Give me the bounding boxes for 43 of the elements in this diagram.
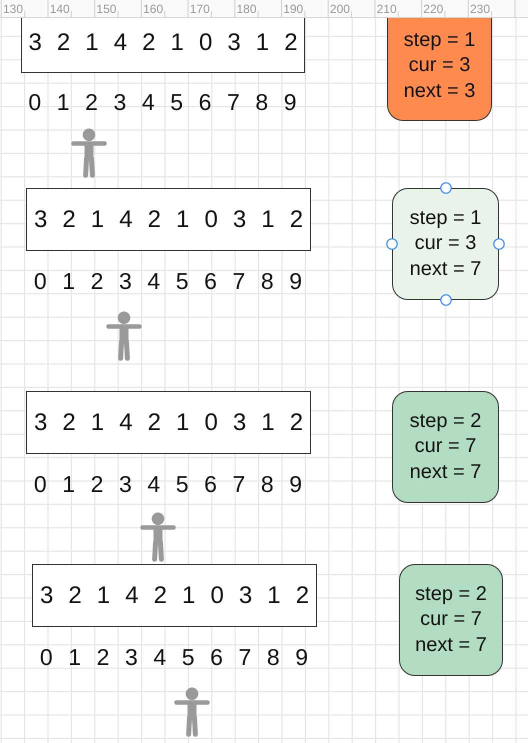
ruler-number: 160 — [143, 2, 164, 16]
status-text: next = 3 — [404, 78, 476, 104]
status-text: step = 1 — [410, 206, 482, 231]
person-icon — [71, 128, 107, 178]
array-box — [21, 18, 305, 73]
ruler-number: 130 — [3, 2, 24, 16]
status-text: next = 7 — [410, 256, 482, 282]
array-values: 3 2 1 4 2 1 0 3 1 2 — [40, 582, 310, 610]
person-icon — [174, 687, 210, 737]
array-values: 3 2 1 4 2 1 0 3 1 2 — [34, 206, 304, 234]
ruler-number: 180 — [236, 2, 257, 16]
ruler-number: 190 — [283, 2, 304, 16]
status-text: cur = 3 — [414, 231, 476, 256]
status-box — [392, 188, 499, 300]
status-box — [399, 564, 503, 676]
status-box — [387, 18, 492, 121]
array-box — [32, 564, 317, 627]
index-numbers: 0 1 2 3 4 5 6 7 8 9 — [32, 267, 304, 295]
status-text: cur = 7 — [414, 434, 476, 460]
person-icon — [140, 512, 176, 562]
ruler-number: 170 — [190, 2, 210, 16]
status-text: step = 2 — [415, 582, 487, 607]
status-text: cur = 7 — [420, 607, 482, 632]
index-numbers: 0 1 2 3 4 5 6 7 8 9 — [38, 643, 310, 671]
status-text: cur = 3 — [408, 53, 470, 78]
status-box — [392, 391, 499, 503]
person-icon — [106, 311, 142, 361]
ruler-number: 140 — [50, 2, 70, 16]
ruler-number: 210 — [376, 2, 397, 16]
ruler-number: 220 — [423, 2, 444, 16]
array-box — [26, 188, 311, 251]
array-values: 3 2 1 4 2 1 0 3 1 2 — [28, 29, 298, 57]
status-text: step = 1 — [404, 28, 476, 53]
array-box — [26, 391, 311, 454]
ruler-number: 230 — [470, 2, 490, 16]
status-text: next = 7 — [415, 632, 487, 658]
status-text: next = 7 — [410, 460, 482, 485]
index-numbers: 0 1 2 3 4 5 6 7 8 9 — [27, 88, 298, 116]
ruler-number: 150 — [96, 2, 116, 16]
index-numbers: 0 1 2 3 4 5 6 7 8 9 — [32, 470, 304, 498]
array-values: 3 2 1 4 2 1 0 3 1 2 — [34, 408, 304, 436]
status-text: step = 2 — [410, 408, 482, 434]
ruler-number: 200 — [330, 2, 350, 16]
